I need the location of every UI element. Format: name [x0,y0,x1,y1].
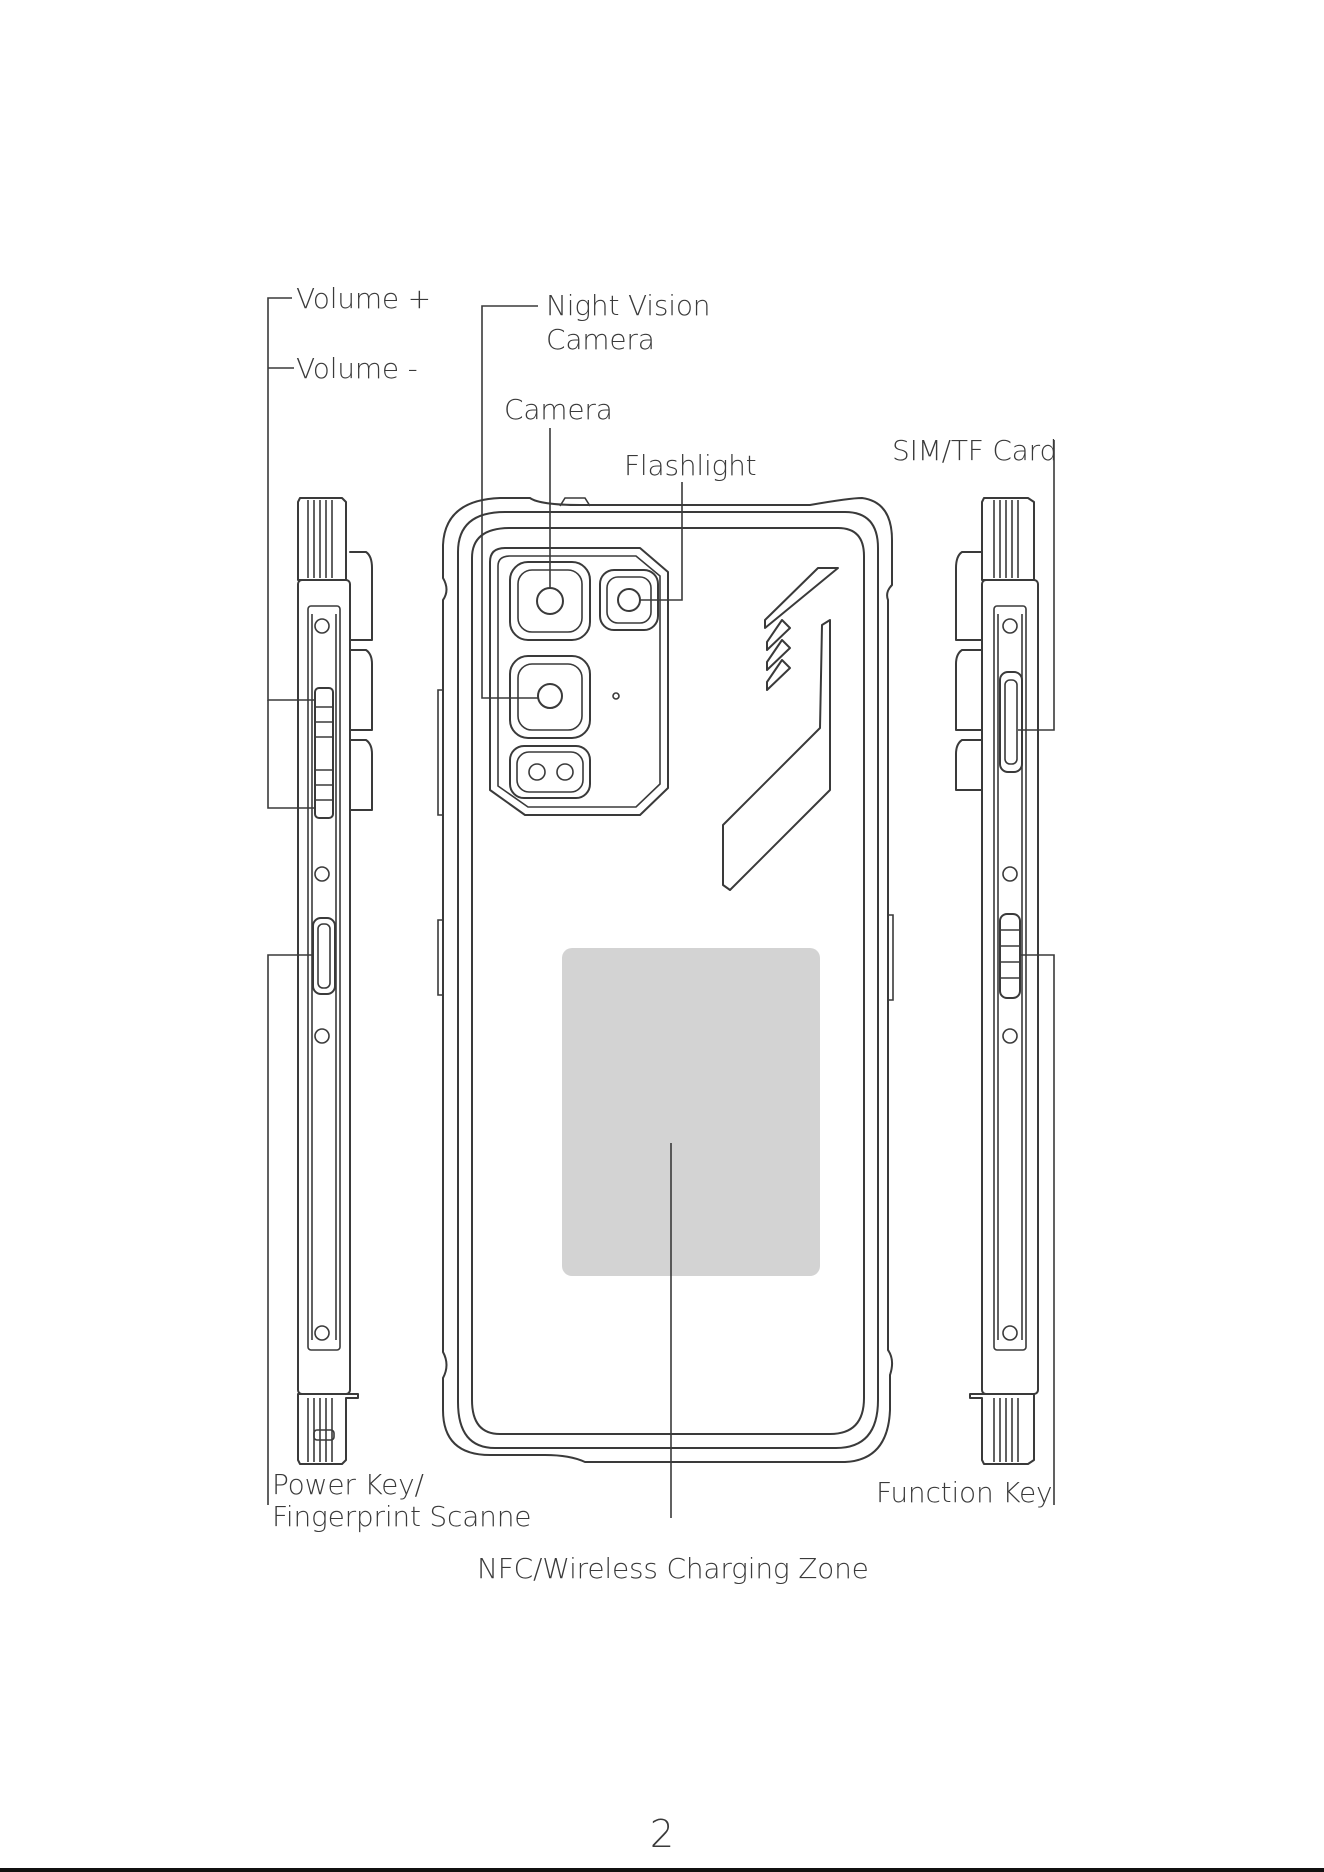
leader-power-key [268,955,313,1505]
label-function-key: Function Key [876,1476,1052,1510]
camera-lens-icon [537,588,563,614]
camera-module [490,548,668,815]
night-vision-lens-icon [538,684,562,708]
phone-back-view [438,498,893,1462]
label-power-key-line1: Power Key/ [272,1468,424,1502]
flashlight-icon [618,589,640,611]
left-power-key [313,918,335,994]
right-sim-tray [1000,672,1022,772]
phone-left-side-view [298,498,372,1464]
label-volume-down: Volume - [296,352,418,386]
page-bottom-rule [0,1868,1324,1872]
page-number: 2 [0,1812,1324,1856]
label-night-vision-line1: Night Vision [546,289,710,323]
label-volume-up: Volume + [296,282,431,316]
nfc-wireless-charging-zone [562,948,820,1276]
label-flashlight: Flashlight [624,449,756,483]
decorative-stripe [723,568,838,890]
leader-flashlight [640,482,682,600]
leader-sim-tf [1018,440,1054,730]
phone-right-side-view [956,498,1038,1464]
label-night-vision-line2: Camera [546,323,655,357]
label-camera: Camera [504,393,613,427]
label-power-key-line2: Fingerprint Scanne [272,1500,531,1534]
label-sim-tf-card: SIM/TF Card [892,434,1057,468]
label-nfc-zone: NFC/Wireless Charging Zone [477,1552,869,1586]
right-function-key [1000,914,1020,998]
